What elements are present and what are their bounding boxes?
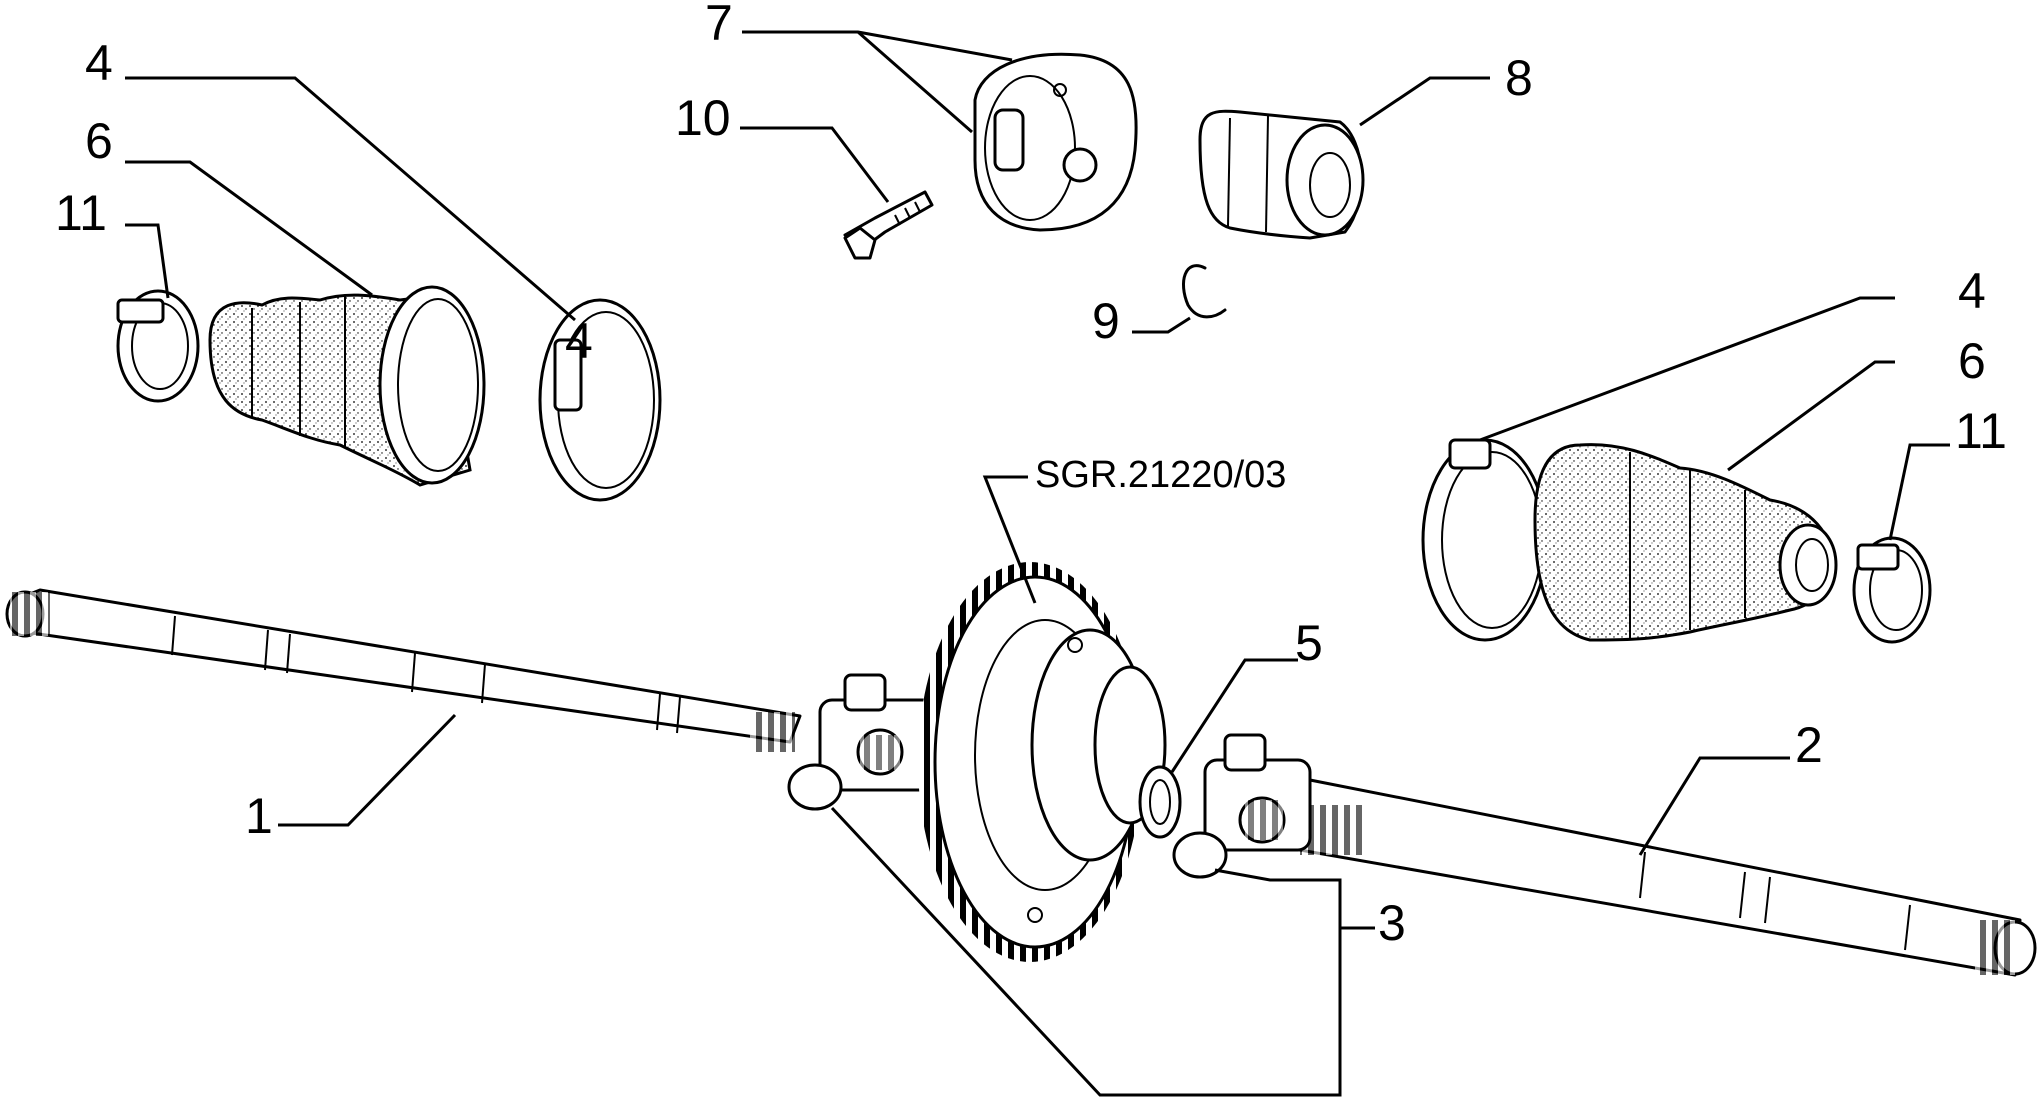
callout-7: 7: [705, 0, 733, 51]
callout-4-right: 4: [1958, 263, 1986, 319]
right-joint-tripod: [1172, 733, 1312, 879]
snap-ring: [1182, 264, 1227, 319]
left-joint-tripod: [787, 673, 937, 811]
left-clamp-large: [538, 298, 662, 502]
left-axle-shaft: [5, 588, 802, 752]
left-clamp-small: [116, 289, 200, 403]
right-protective-boot: [1533, 443, 1838, 642]
callout-3: 3: [1378, 895, 1406, 951]
diagram-reference-code: SGR.21220/03: [1035, 454, 1286, 496]
callout-9: 9: [1092, 293, 1120, 349]
leader-lines: [125, 30, 1950, 1097]
callout-11-right: 11: [1955, 403, 2007, 459]
callout-4-left: 4: [85, 35, 113, 91]
callout-labels: 1 2 3 4 4 4 5 6 6 7 8 9 10 11 11 SGR.212…: [55, 0, 2007, 951]
callout-4-left-inner: 4: [565, 313, 593, 369]
callout-5: 5: [1295, 615, 1323, 671]
right-clamp-small: [1852, 536, 1932, 644]
cap-bolt: [843, 190, 934, 260]
bearing-cap: [973, 52, 1138, 232]
callout-1: 1: [245, 788, 273, 844]
callout-10: 10: [675, 90, 731, 146]
callout-2: 2: [1795, 717, 1823, 773]
differential-circlip: [1138, 765, 1182, 839]
differential-ring-gear: [918, 562, 1167, 962]
callout-8: 8: [1505, 50, 1533, 106]
callout-6-right: 6: [1958, 333, 1986, 389]
left-protective-boot: [208, 285, 486, 487]
right-clamp-large: [1421, 438, 1549, 642]
support-bearing: [1198, 109, 1365, 240]
callout-11-left: 11: [55, 185, 107, 241]
callout-6-left: 6: [85, 113, 113, 169]
